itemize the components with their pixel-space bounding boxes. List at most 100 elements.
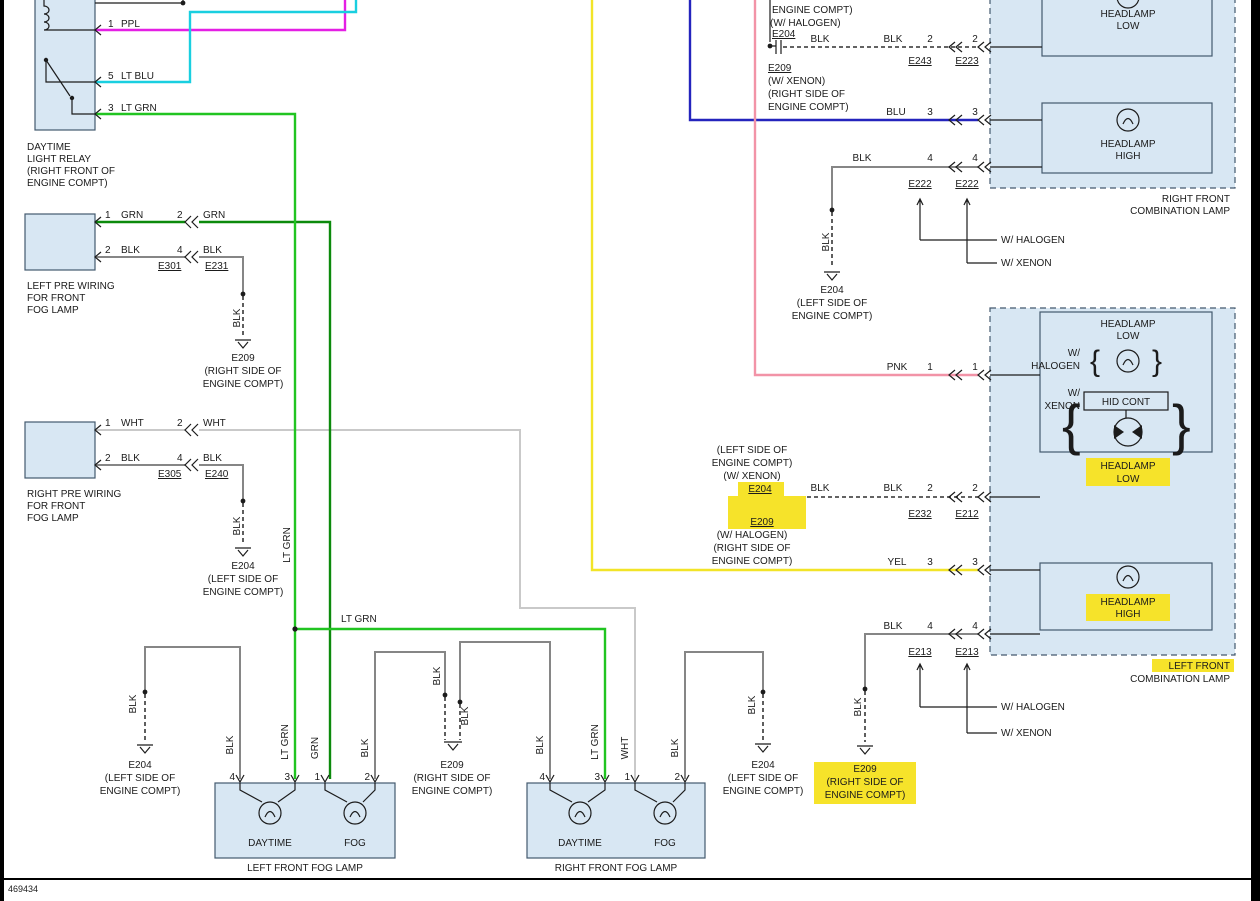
connector-label: E232 [908, 509, 932, 520]
connector-label: E213 [955, 647, 979, 658]
lf-row3-w: YEL [888, 557, 907, 568]
right-pre-blk-p1: 2 [105, 453, 111, 464]
connector-label: E222 [955, 179, 979, 190]
daytime-lamp-left-icon [258, 801, 282, 825]
lf-headlamp-high-filament [1122, 574, 1134, 582]
right-fog-lamp-box [526, 782, 706, 859]
lf-ref-halogen: W/ HALOGEN [1001, 702, 1065, 713]
right-pre-wht-w1: WHT [121, 418, 144, 429]
lf-headlamp-low-label: LOW [1117, 474, 1140, 485]
relay-pin5-wire: LT BLU [121, 71, 154, 82]
relay-pin1-wire: PPL [121, 19, 140, 30]
rf-row3-p1: 3 [927, 107, 933, 118]
lf-note: (W/ HALOGEN) [717, 530, 788, 541]
left-pre-grn-p2: 2 [177, 210, 183, 221]
lf-w-xenon: W/ [1068, 388, 1080, 399]
wires-grn [95, 220, 332, 779]
rf-caption: RIGHT FRONT [1162, 194, 1230, 205]
wire-label-ltgrn: LT GRN [341, 614, 377, 625]
rf-note: (RIGHT SIDE OF [768, 89, 845, 100]
fog-pin-arrows [235, 774, 690, 784]
hid-bulb-triangle-left [1114, 425, 1124, 439]
left-fog-caption: LEFT FRONT FOG LAMP [247, 863, 363, 874]
rf-row2-w2: BLK [884, 34, 903, 45]
right-fog-pin1: 1 [624, 772, 630, 783]
gnd-label: E204 [128, 760, 152, 771]
left-pre-caption: FOR FRONT [27, 293, 85, 304]
hid-bulb-triangle-right [1132, 425, 1142, 439]
wire-blk-right-pre-gnd [199, 464, 244, 500]
wire-label-blk: BLK [460, 706, 471, 725]
wire-label-ltgrn: LT GRN [280, 724, 291, 760]
rf-top-connector-symbol [769, 0, 782, 54]
right-pre-blk-w1: BLK [121, 453, 140, 464]
brace-icon: } [1172, 393, 1191, 456]
right-fog-pin2: 2 [674, 772, 680, 783]
daytime-lamp-right-icon [568, 801, 592, 825]
lf-note: E204 [748, 484, 772, 495]
rf-note: (W/ HALOGEN) [770, 18, 841, 29]
gnd-label: (LEFT SIDE OF [208, 574, 278, 585]
rf-row2-p1: 2 [927, 34, 933, 45]
connector-label: E222 [908, 179, 932, 190]
wire-label-blk: BLK [232, 516, 243, 535]
lf-headlamp-high-label: HEADLAMP [1100, 597, 1155, 608]
lf-note: (LEFT SIDE OF [717, 445, 787, 456]
diagram-code: 469434 [8, 884, 38, 894]
left-pre-grn-w1: GRN [121, 210, 143, 221]
right-pre-wht-p2: 2 [177, 418, 183, 429]
relay-switch [45, 59, 95, 115]
gnd-label: ENGINE COMPT) [723, 786, 804, 797]
rf-headlamp-low-lamp-icon [1116, 0, 1140, 9]
lf-low-title: LOW [1117, 331, 1140, 342]
junction-dot [43, 57, 49, 63]
border-bottom-line [0, 878, 1260, 880]
gnd-label: E204 [751, 760, 775, 771]
inline-connector-chevrons [184, 215, 199, 472]
rf-headlamp-high-filament [1122, 117, 1134, 125]
highlight-headlamp-low [1086, 458, 1170, 486]
wire-grn-to-left-fog [199, 220, 332, 779]
wires-ppl [95, 0, 347, 32]
connector-label: E305 [158, 469, 182, 480]
brace-icon: { [1062, 393, 1081, 456]
wire-label-blk: BLK [535, 735, 546, 754]
wire-blu [688, 0, 978, 122]
brace-icon: { [1090, 345, 1100, 378]
junction-dot [829, 207, 835, 213]
wire-label-grn: GRN [310, 737, 321, 759]
rf-ref-xenon: W/ XENON [1001, 258, 1052, 269]
wire-label-blk: BLK [128, 694, 139, 713]
rf-note: ENGINE COMPT) [768, 102, 849, 113]
combo-entry-stubs [990, 46, 1042, 635]
rf-headlamp-high-box [1041, 102, 1213, 174]
wire-pnk [753, 0, 978, 377]
lf-row4-w: BLK [884, 621, 903, 632]
structure [43, 0, 1169, 825]
wire-blk-right-fog-pin2 [684, 651, 764, 779]
rf-note: (W/ XENON) [768, 76, 825, 87]
highlight-e209-connector [728, 496, 806, 529]
connector-label: E212 [955, 509, 979, 520]
gnd-label: E204 [231, 561, 255, 572]
lf-w-halogen: W/ [1068, 348, 1080, 359]
gnd-label: E209 [440, 760, 464, 771]
left-fog-daytime-label: DAYTIME [248, 838, 292, 849]
right-fog-fog-label: FOG [654, 838, 676, 849]
wire-lt-grn-main [95, 112, 297, 779]
relay-coil [43, 0, 95, 31]
rf-ref-halogen: W/ HALOGEN [1001, 235, 1065, 246]
rf-note: E209 [768, 63, 792, 74]
highlight-headlamp-high [1086, 594, 1170, 621]
ground-e204-bottomright [755, 743, 771, 753]
gnd-label: ENGINE COMPT) [412, 786, 493, 797]
wire-label-blk: BLK [232, 308, 243, 327]
gnd-label: (LEFT SIDE OF [797, 298, 867, 309]
wires-blu [688, 0, 978, 122]
rf-note: E204 [772, 29, 796, 40]
wire-label-blk: BLK [360, 738, 371, 757]
rf-row2-p2: 2 [972, 34, 978, 45]
fog-lamp-left-filament [349, 810, 361, 818]
relay-pin5-number: 5 [108, 71, 114, 82]
